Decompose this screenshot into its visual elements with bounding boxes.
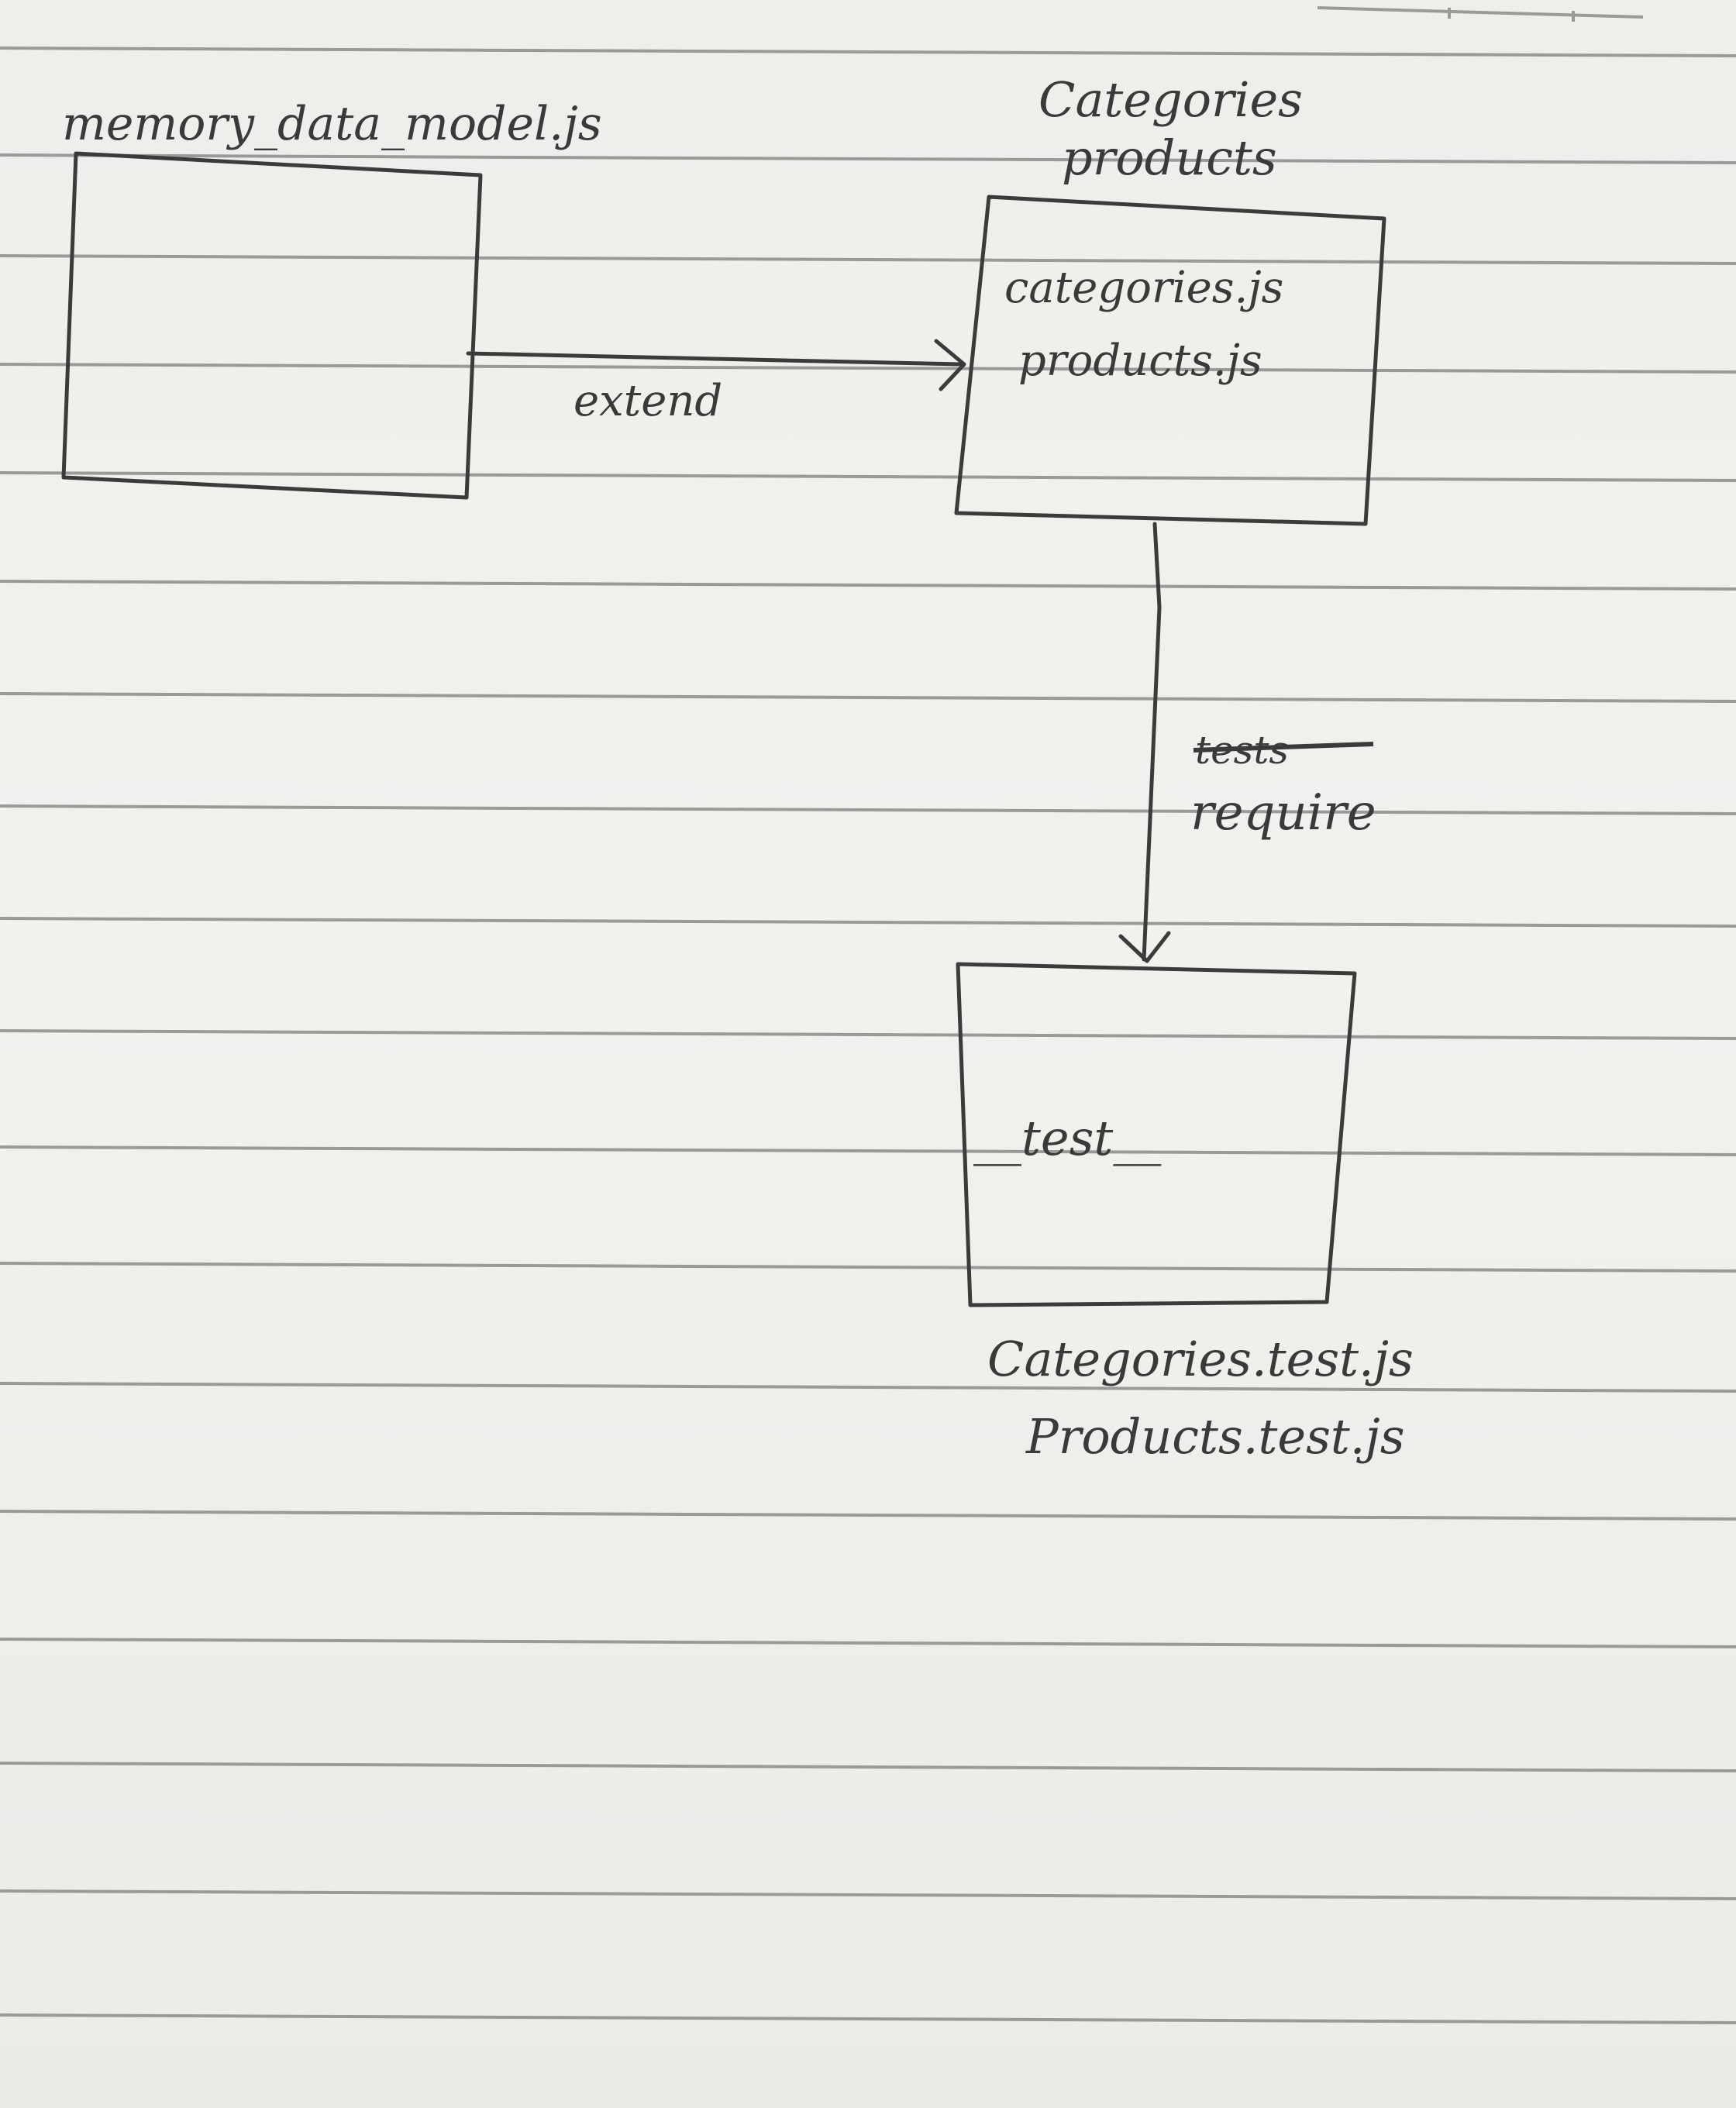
memory-data-model-label: memory_data_model.js: [62, 97, 602, 151]
tests-file-line1: Categories.test.js: [987, 1331, 1414, 1387]
models-title-line1: Categories: [1038, 71, 1303, 128]
models-title-line2: products: [1062, 129, 1277, 186]
models-box: [954, 195, 1386, 526]
models-file-line1: categories.js: [1004, 263, 1283, 313]
tests-box: [956, 962, 1357, 1307]
tests-folder-label: __test__: [973, 1110, 1161, 1166]
paper-edge-marks: [1317, 6, 1644, 22]
extend-edge: extend: [466, 339, 966, 426]
require-arrowhead: [1118, 931, 1171, 963]
models-file-line2: products.js: [1018, 336, 1262, 386]
memory-data-model-node: memory_data_model.js: [61, 97, 602, 500]
extend-arrow-line: [466, 351, 963, 367]
memory-data-model-box: [61, 151, 483, 500]
extend-arrowhead: [934, 339, 966, 391]
strikethrough-mark: [1193, 742, 1374, 753]
require-edge: tests require: [1118, 522, 1376, 963]
models-node: Categories products categories.js produc…: [954, 71, 1386, 526]
tests-file-line2: Products.test.js: [1025, 1408, 1405, 1465]
tests-node: __test__ Categories.test.js Products.tes…: [956, 962, 1414, 1465]
ruled-lines: [0, 46, 1736, 2024]
require-label: require: [1190, 784, 1376, 842]
extend-label: extend: [574, 376, 722, 426]
require-arrow-line: [1142, 522, 1162, 962]
